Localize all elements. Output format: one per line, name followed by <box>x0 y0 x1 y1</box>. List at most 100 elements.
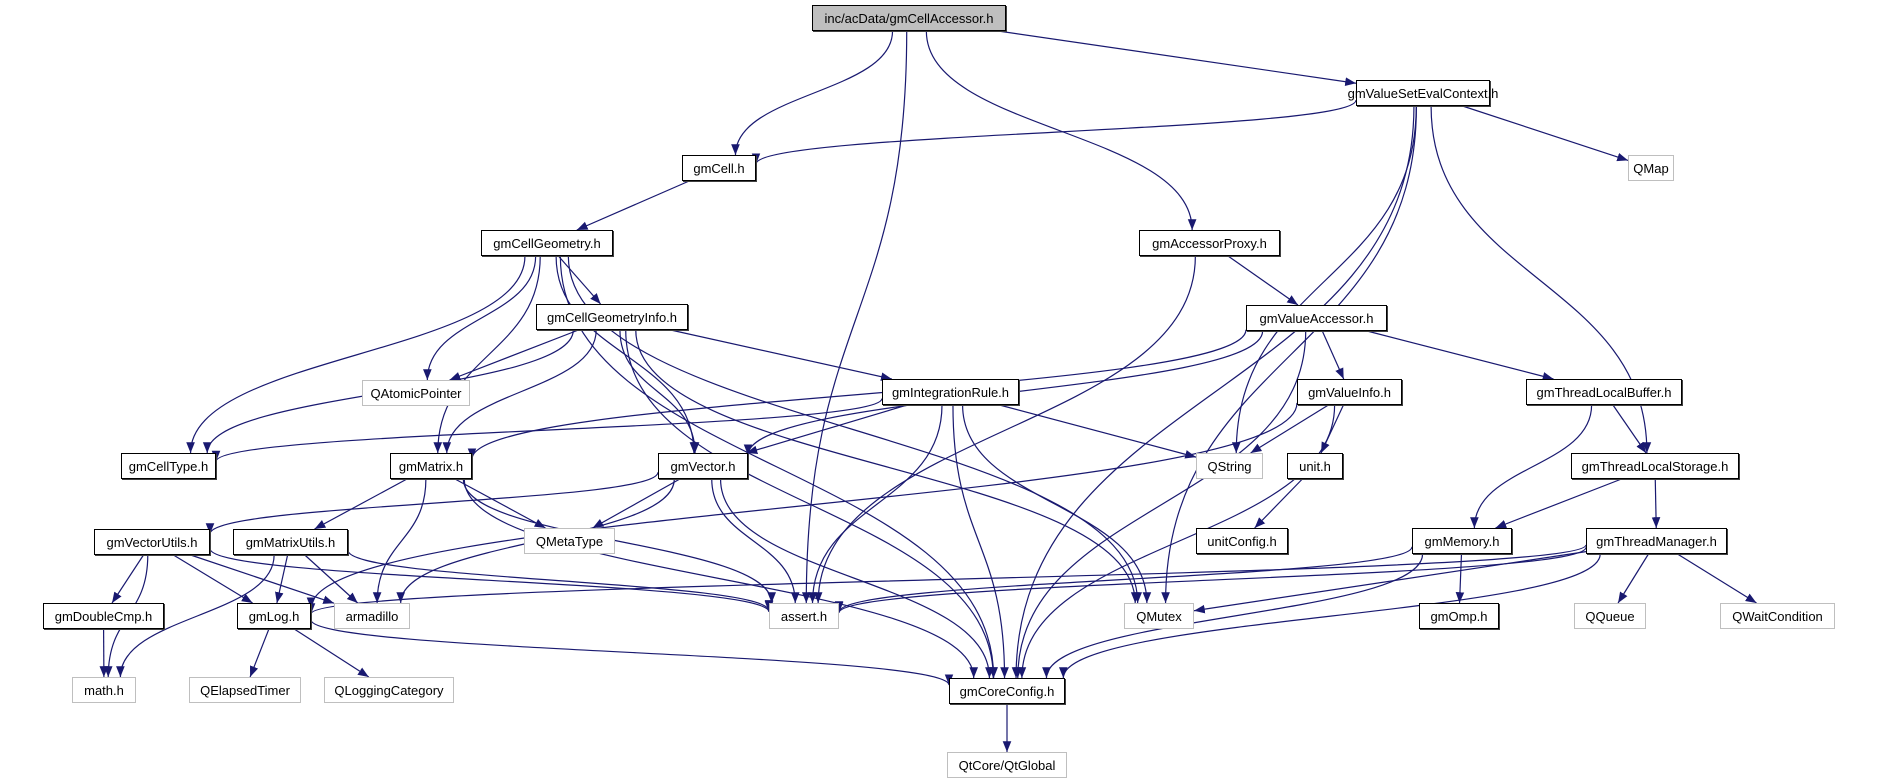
node-gmcellgeometryinfo[interactable]: gmCellGeometryInfo.h <box>536 304 688 330</box>
node-gmdoublecmp[interactable]: gmDoubleCmp.h <box>43 603 164 629</box>
edge-gmthreadmanager-to-gmlog <box>307 544 1587 615</box>
node-label: gmVectorUtils.h <box>106 534 198 550</box>
node-gmvectorutils[interactable]: gmVectorUtils.h <box>94 529 210 555</box>
edge-gmvalueaccessor-to-gmmatrix <box>467 329 1247 460</box>
node-gmthreadlocalbuffer[interactable]: gmThreadLocalBuffer.h <box>1526 379 1682 405</box>
edge-gmmemory-to-gmcoreconfig <box>1042 553 1424 679</box>
node-qloggingcategory: QLoggingCategory <box>324 677 454 703</box>
edge-gmmatrixutils-to-gmlog <box>275 554 289 604</box>
node-gmvector[interactable]: gmVector.h <box>658 453 748 479</box>
node-qmap: QMap <box>1628 155 1674 181</box>
node-label: gmValueAccessor.h <box>1259 310 1374 326</box>
edge-gmvector-to-gmcoreconfig <box>719 478 994 679</box>
node-unit[interactable]: unit.h <box>1287 453 1343 479</box>
node-gmlog[interactable]: gmLog.h <box>237 603 311 629</box>
edge-gmcellgeometryinfo-to-gmintegrationrule <box>670 329 892 381</box>
node-qmetatype: QMetaType <box>524 528 615 554</box>
node-qwaitcondition: QWaitCondition <box>1720 603 1835 629</box>
edge-gmvector-to-assert <box>711 478 800 604</box>
edge-gmthreadmanager-to-gmcoreconfig <box>1059 553 1601 679</box>
edge-gmcellgeometryinfo-to-gmmatrix <box>442 329 597 454</box>
edge-gmvectorutils-to-armadillo <box>190 554 335 604</box>
node-unitconfig[interactable]: unitConfig.h <box>1196 528 1288 554</box>
edge-gmvalueinfo-to-gmlog <box>306 402 1298 609</box>
edge-gmvalueinfo-to-unit <box>1320 404 1344 454</box>
node-gmcellgeometry[interactable]: gmCellGeometry.h <box>481 230 613 256</box>
node-label: gmCellGeometry.h <box>493 235 601 251</box>
node-gmcoreconfig[interactable]: gmCoreConfig.h <box>949 678 1065 704</box>
edge-gmthreadlocalstorage-to-gmthreadmanager <box>1651 478 1661 529</box>
node-label: gmAccessorProxy.h <box>1152 235 1267 251</box>
node-gmintegrationrule[interactable]: gmIntegrationRule.h <box>882 379 1019 405</box>
edge-gmmatrix-to-gmmatrixutils <box>314 478 408 530</box>
node-qstring: QString <box>1196 453 1263 479</box>
edge-gmvalueaccessor-to-gmcoreconfig <box>1013 330 1307 679</box>
edge-gmcellgeometry-to-gmcelltype <box>186 255 526 454</box>
edge-gmvaluesetevalcontext-to-gmcoreconfig <box>1011 105 1415 679</box>
edge-gmthreadlocalstorage-to-gmmemory <box>1495 478 1622 529</box>
edge-gmcellgeometryinfo-to-gmvector <box>619 329 700 454</box>
node-gmthreadlocalstorage[interactable]: gmThreadLocalStorage.h <box>1571 453 1739 479</box>
edge-gmcell-to-gmcellgeometry <box>576 180 690 231</box>
node-qelapsedtimer: QElapsedTimer <box>189 677 301 703</box>
edge-gmmemory-to-assert <box>834 546 1413 613</box>
node-label: QLoggingCategory <box>334 682 444 698</box>
node-label: gmValueSetEvalContext.h <box>1347 85 1499 101</box>
edge-gmvectorutils-to-assert <box>209 548 774 613</box>
node-gmomp[interactable]: gmOmp.h <box>1419 603 1499 629</box>
edge-root-to-assert <box>801 30 908 604</box>
edge-gmcellgeometry-to-gmcellgeometryinfo <box>557 255 602 305</box>
node-label: gmLog.h <box>248 608 300 624</box>
edge-gmmatrixutils-to-armadillo <box>304 554 359 604</box>
node-label: gmOmp.h <box>1430 608 1488 624</box>
edge-root-to-gmaccessorproxy <box>925 30 1197 231</box>
edge-gmcellgeometryinfo-to-qatomicpointer <box>449 329 579 381</box>
edge-gmmemory-to-gmomp <box>1455 553 1465 604</box>
node-label: QtCore/QtGlobal <box>958 757 1056 773</box>
node-qatomicpointer: QAtomicPointer <box>362 380 470 406</box>
edge-gmvaluesetevalcontext-to-qmap <box>1462 105 1629 162</box>
node-label: QQueue <box>1585 608 1635 624</box>
node-label: QWaitCondition <box>1732 608 1823 624</box>
edge-gmmatrixutils-to-assert <box>347 550 774 612</box>
node-assert: assert.h <box>769 603 839 629</box>
edge-gmvalueaccessor-to-gmthreadlocalbuffer <box>1366 330 1554 381</box>
node-label: unit.h <box>1299 458 1331 474</box>
edge-gmmatrix-to-qmetatype <box>454 478 546 529</box>
node-gmthreadmanager[interactable]: gmThreadManager.h <box>1586 528 1727 554</box>
node-gmmatrixutils[interactable]: gmMatrixUtils.h <box>233 529 348 555</box>
edge-gmthreadlocalbuffer-to-gmmemory <box>1470 404 1593 529</box>
node-label: QMutex <box>1136 608 1182 624</box>
node-label: QMap <box>1633 160 1669 176</box>
node-gmmatrix[interactable]: gmMatrix.h <box>390 453 472 479</box>
edge-gmaccessorproxy-to-gmvalueaccessor <box>1227 255 1299 306</box>
node-label: gmThreadLocalStorage.h <box>1581 458 1729 474</box>
node-gmvalueinfo[interactable]: gmValueInfo.h <box>1297 379 1402 405</box>
node-qqueue: QQueue <box>1574 603 1646 629</box>
node-label: gmIntegrationRule.h <box>891 384 1010 400</box>
node-gmvalueaccessor[interactable]: gmValueAccessor.h <box>1246 305 1387 331</box>
node-label: math.h <box>84 682 124 698</box>
node-label: QElapsedTimer <box>200 682 290 698</box>
node-label: gmValueInfo.h <box>1308 384 1391 400</box>
edge-gmvalueinfo-to-qstring <box>1250 404 1329 454</box>
node-label: gmCellGeometryInfo.h <box>546 309 678 325</box>
node-gmmemory[interactable]: gmMemory.h <box>1412 528 1512 554</box>
edge-gmmatrixutils-to-mathh <box>116 554 275 678</box>
node-label: gmMatrix.h <box>398 458 464 474</box>
edge-gmvalueaccessor-to-gmvalueinfo <box>1321 330 1345 380</box>
node-label: gmCell.h <box>693 160 745 176</box>
node-label: QMetaType <box>535 533 604 549</box>
node-qmutex: QMutex <box>1124 603 1194 629</box>
node-gmaccessorproxy[interactable]: gmAccessorProxy.h <box>1139 230 1280 256</box>
node-label: gmCellType.h <box>128 458 209 474</box>
node-label: gmMatrixUtils.h <box>245 534 336 550</box>
node-gmvaluesetevalcontext[interactable]: gmValueSetEvalContext.h <box>1348 80 1498 106</box>
edge-gmvector-to-gmvectorutils <box>205 471 659 535</box>
node-gmcelltype[interactable]: gmCellType.h <box>121 453 216 479</box>
edge-gmthreadmanager-to-qwaitcondition <box>1677 553 1757 604</box>
edge-root-to-gmvaluesetevalcontext <box>998 30 1357 86</box>
edge-gmintegrationrule-to-assert <box>808 404 943 604</box>
node-gmcell[interactable]: gmCell.h <box>682 155 756 181</box>
